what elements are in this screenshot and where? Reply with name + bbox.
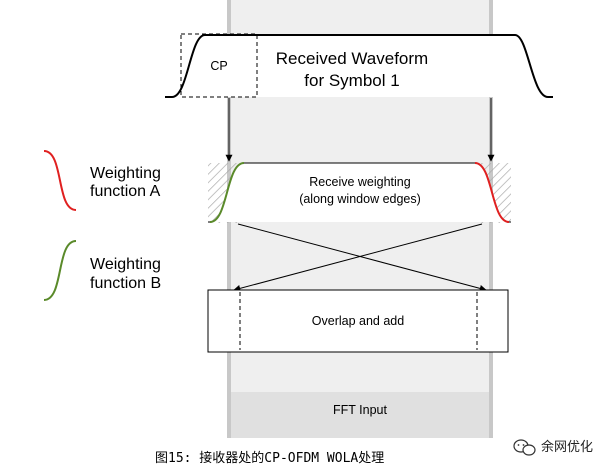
fft-input-label: FFT Input	[333, 403, 387, 417]
legend-b-line2: function B	[90, 275, 161, 292]
received-waveform: CP Received Waveform for Symbol 1	[165, 33, 553, 98]
legend-a-line2: function A	[90, 183, 161, 200]
waveform-title-line2: for Symbol 1	[304, 71, 399, 90]
overlap-and-add-box: Overlap and add	[207, 289, 509, 353]
arrow-cross-left-to-right	[237, 223, 487, 292]
watermark: 余网优化	[513, 439, 593, 456]
cp-region-box	[180, 33, 258, 98]
legend-weighting-function-a: Weighting function A	[43, 150, 161, 211]
wechat-icon	[513, 439, 536, 456]
watermark-text: 余网优化	[541, 439, 593, 455]
receive-weighting-line1: Receive weighting	[309, 175, 410, 189]
weighting-curve-a-icon	[43, 150, 77, 211]
overlap-and-add-label: Overlap and add	[312, 314, 404, 328]
legend-weighting-function-b: Weighting function B	[43, 240, 161, 301]
arrow-cross-right-to-left	[233, 223, 483, 292]
cp-label: CP	[210, 59, 227, 73]
figure-caption: 图15: 接收器处的CP-OFDM WOLA处理	[155, 450, 384, 466]
receive-weighting-box: Receive weighting (along window edges)	[208, 162, 511, 223]
legend-a-line1: Weighting	[90, 165, 161, 182]
weighting-curve-b-icon	[43, 240, 77, 301]
receive-weighting-line2: (along window edges)	[299, 192, 421, 206]
waveform-title-line1: Received Waveform	[276, 49, 428, 68]
weighting-ramp-a-edge	[209, 162, 245, 223]
weighting-ramp-b-edge	[474, 162, 510, 223]
legend-b-line1: Weighting	[90, 256, 161, 273]
